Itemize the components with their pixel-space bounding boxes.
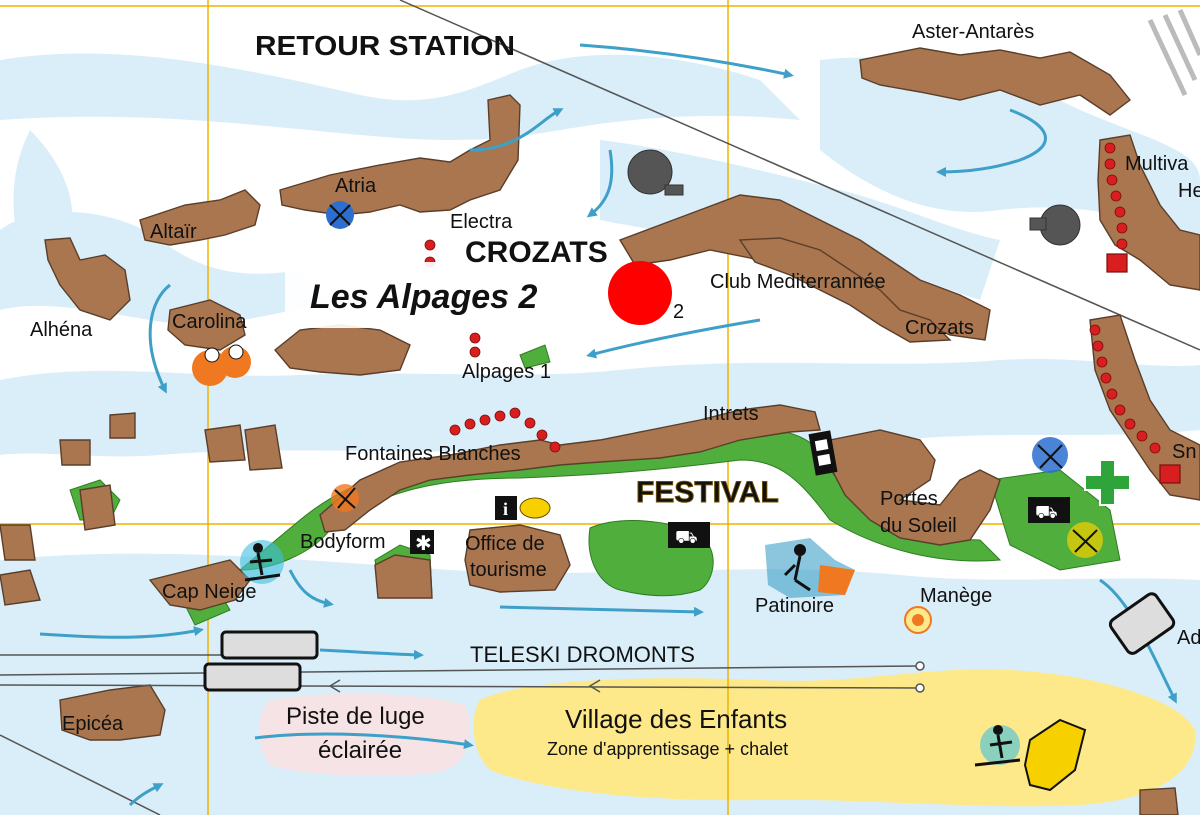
highlight-label: Les Alpages 2 [310, 278, 537, 316]
label-he: He [1178, 180, 1200, 202]
label-altair: Altaïr [150, 221, 197, 243]
cinema-icon [808, 430, 838, 476]
info-icon: i [495, 496, 517, 520]
pharmacy-cross-icon [1084, 459, 1131, 506]
label-festival: FESTIVAL [636, 476, 779, 509]
label-epicea: Epicéa [62, 713, 124, 735]
map-labels: RETOUR STATION Aster-Antarès Atria Altaï… [30, 21, 1200, 764]
label-crozats: Crozats [905, 317, 974, 339]
label-portes-soleil: du Soleil [880, 515, 957, 537]
label-luge-2: éclairée [318, 737, 402, 764]
skier-icon [240, 540, 284, 584]
sport-icon [326, 201, 354, 229]
label-electra: Electra [450, 211, 513, 233]
slope-hatching [1147, 8, 1200, 97]
label-crozats-big: CROZATS [465, 236, 608, 269]
label-retour-station: RETOUR STATION [255, 30, 515, 61]
label-tourisme: tourisme [470, 559, 547, 581]
label-cap-neige: Cap Neige [162, 581, 257, 603]
label-village-1: Village des Enfants [565, 704, 787, 734]
label-sn: Sn [1172, 441, 1196, 463]
post-icon [519, 497, 551, 519]
sport-icon [331, 484, 359, 512]
label-atria: Atria [335, 175, 377, 197]
red-dots [424, 142, 1161, 454]
svg-text:⛟: ⛟ [1035, 502, 1058, 523]
label-fontaines: Fontaines Blanches [345, 443, 521, 465]
label-office: Office de [465, 533, 545, 555]
label-carolina: Carolina [172, 311, 247, 333]
label-bodyform: Bodyform [300, 531, 386, 553]
label-aster-antares: Aster-Antarès [912, 21, 1034, 43]
sport-icon [1032, 437, 1068, 473]
label-teleski: TELESKI DROMONTS [470, 642, 695, 667]
shopping-cart-icon: ⛟ [1028, 497, 1070, 523]
label-multiva: Multiva [1125, 153, 1189, 175]
label-manege: Manège [920, 585, 992, 607]
lift-stations [627, 149, 1081, 246]
label-luge-1: Piste de luge [286, 703, 425, 730]
label-alpages2-fragment: 2 [673, 301, 684, 323]
sport-icon [1067, 522, 1103, 558]
label-alpages1: Alpages 1 [462, 361, 551, 383]
village-zone [473, 669, 1196, 807]
svg-text:⛟: ⛟ [675, 527, 698, 548]
label-intrets: Intrets [703, 403, 759, 425]
skier-icon [974, 725, 1021, 767]
chairlift-pods [203, 592, 1176, 692]
label-club-med: Club Mediterrannée [710, 271, 886, 293]
highlight-marker[interactable] [608, 261, 672, 325]
star-icon: ✱ [410, 530, 434, 555]
red-squares [1106, 253, 1181, 484]
chalet-shape [1023, 718, 1087, 792]
label-alhena: Alhéna [30, 319, 93, 341]
flow-arrows [39, 43, 1177, 807]
label-patinoire: Patinoire [755, 595, 834, 617]
buildings [0, 47, 1200, 815]
carousel-icon [904, 606, 932, 634]
label-village-2: Zone d'apprentissage + chalet [547, 739, 788, 759]
svg-text:i: i [503, 499, 508, 519]
kids-icon [192, 344, 251, 386]
highlight-label-bg [285, 262, 610, 328]
label-ad: Ad [1177, 627, 1200, 649]
shopping-cart-icon: ⛟ [668, 522, 710, 548]
label-portes: Portes [880, 488, 938, 510]
teleski-line [0, 661, 925, 693]
svg-text:✱: ✱ [415, 531, 432, 555]
skater-icon [765, 538, 855, 598]
